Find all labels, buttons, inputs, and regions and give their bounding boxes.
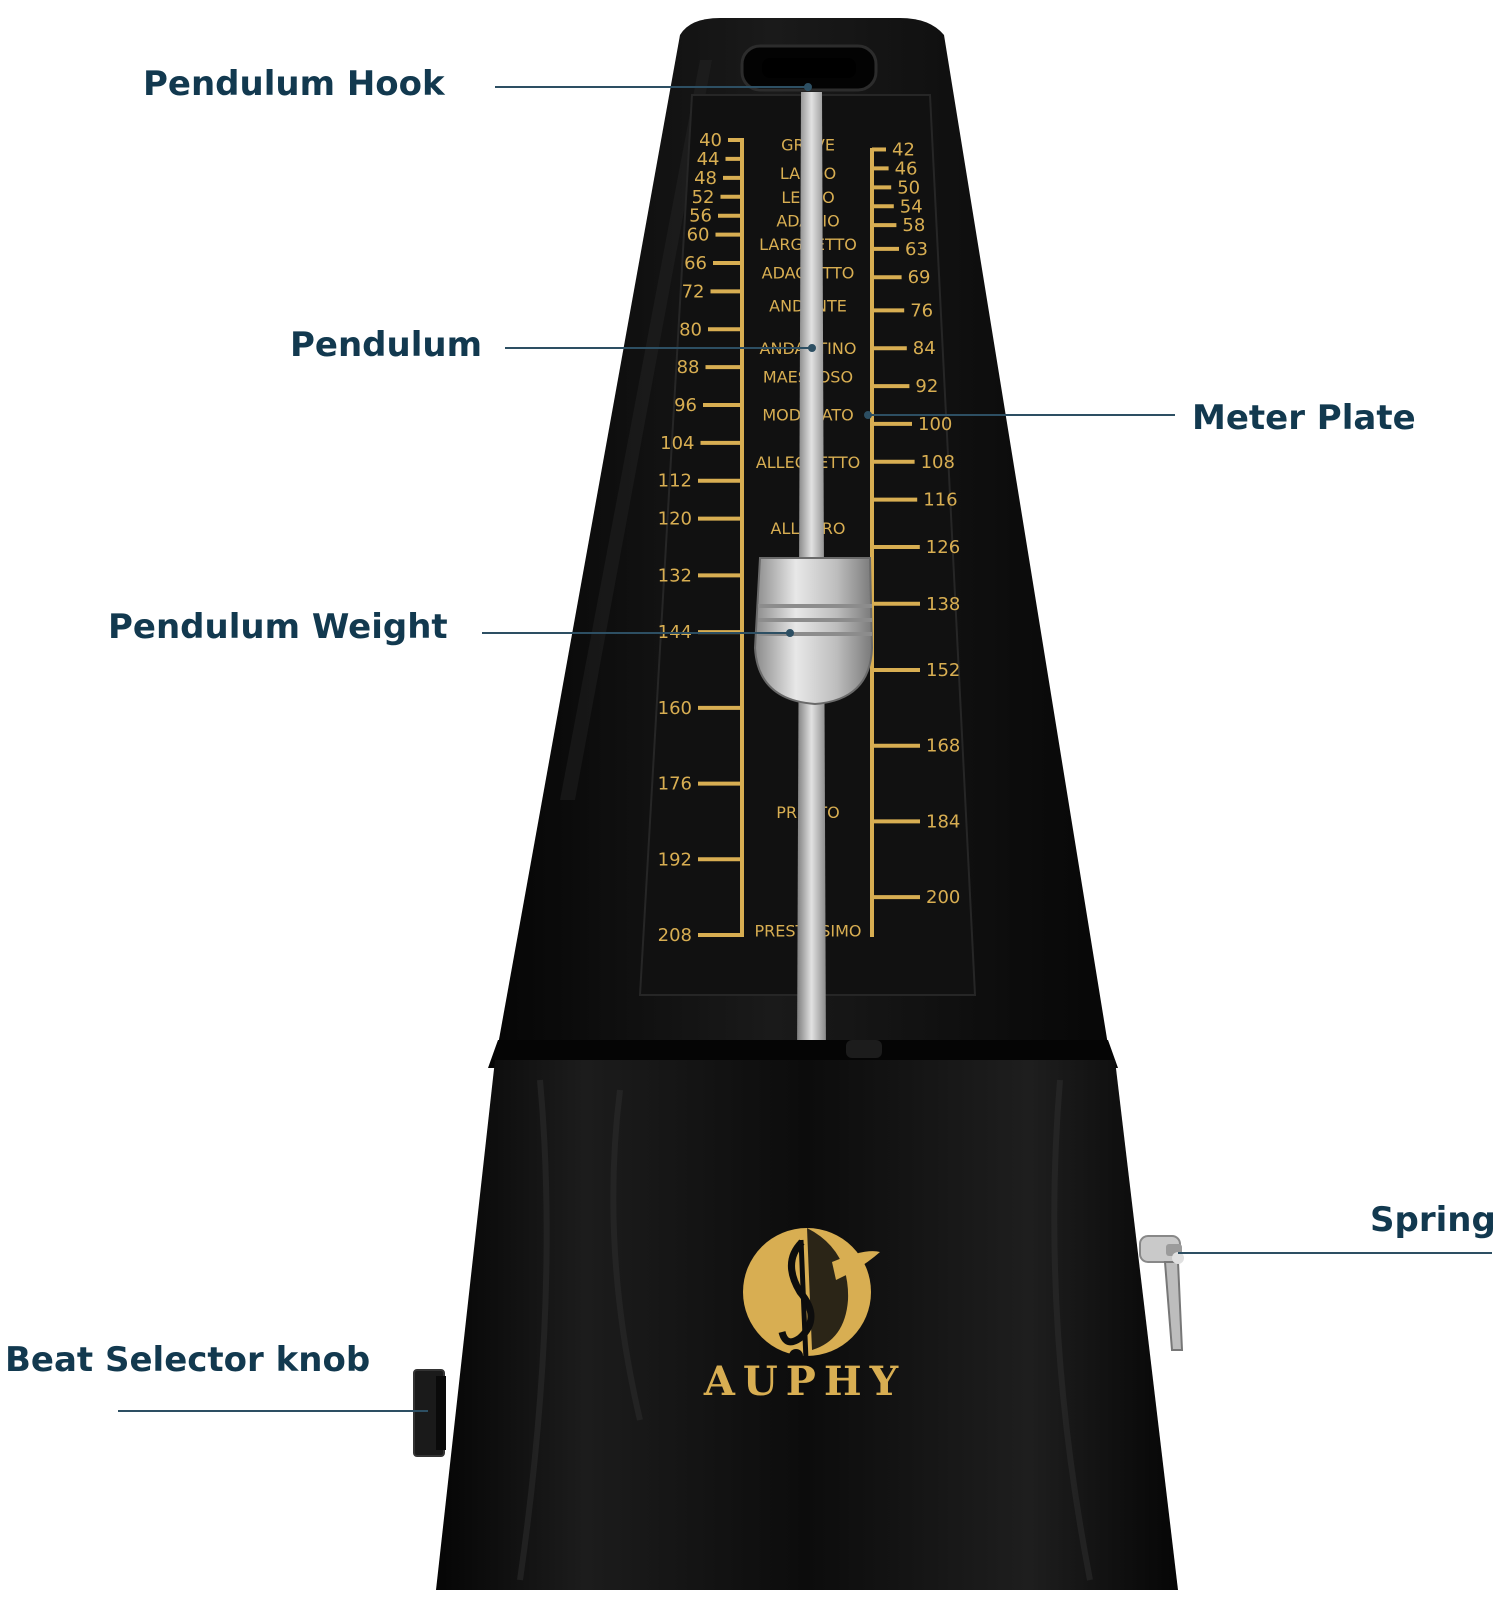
right-scale-label: 126 [926,537,960,558]
left-scale-label: 52 [692,187,715,208]
right-scale-label: 138 [926,594,960,615]
left-scale-label: 132 [658,565,692,586]
left-scale-label: 208 [658,925,692,946]
body-highlight [560,60,712,800]
left-scale-label: 176 [658,774,692,795]
treble-clef-logo [743,1228,880,1363]
right-scale-label: 184 [926,811,960,832]
right-scale-label: 54 [900,196,923,217]
brand-name: AUPHY [703,1358,907,1405]
beat-selector-knob[interactable] [413,1369,446,1457]
left-scale-label: 80 [679,319,702,340]
left-scale-label: 56 [689,206,712,227]
left-scale-label: 192 [658,849,692,870]
right-scale-label: 84 [913,338,936,359]
right-scale-label: 46 [895,158,918,179]
left-scale-label: 112 [658,471,692,492]
callout-pendulum: Pendulum [290,325,483,365]
callout-pendulum-weight: Pendulum Weight [108,607,448,647]
left-scale-label: 44 [697,149,720,170]
callout-meter-plate: Meter Plate [1192,398,1416,438]
right-scale-label: 116 [923,490,957,511]
left-scale-label: 60 [687,225,710,246]
left-scale-label: 48 [694,168,717,189]
right-scale-label: 63 [905,239,928,260]
right-scale-label: 50 [897,177,920,198]
right-scale-label: 76 [910,300,933,321]
right-scale-label: 58 [902,215,925,236]
callout-spring: Spring [1370,1200,1496,1240]
right-scale-label: 92 [915,376,938,397]
right-scale-label: 108 [921,452,955,473]
left-scale-label: 66 [684,253,707,274]
right-scale-label: 100 [918,414,952,435]
leader-lines [118,83,1492,1412]
left-scale-label: 104 [660,433,694,454]
base-reflections [517,1079,1093,1581]
leader-dot-meter-plate [864,411,872,419]
pendulum-hook-slot [762,58,856,78]
rod-pivot [846,1040,882,1058]
right-scale-label: 168 [926,736,960,757]
leader-dot-pendulum-hook [804,83,812,91]
pendulum-weight[interactable] [753,557,874,706]
left-scale-label: 160 [658,698,692,719]
callout-pendulum-hook: Pendulum Hook [143,64,445,104]
left-scale-label: 88 [677,357,700,378]
leader-dot-pendulum [808,344,816,352]
left-scale-label: 40 [699,130,722,151]
right-scale-label: 42 [892,139,915,160]
left-scale-label: 72 [682,281,705,302]
right-scale-label: 69 [908,267,931,288]
left-scale-label: 120 [658,509,692,530]
right-scale-label: 152 [926,660,960,681]
right-scale-label: 200 [926,887,960,908]
callout-beat-selector-knob: Beat Selector knob [5,1340,371,1380]
left-scale-label: 96 [674,395,697,416]
leader-dot-pendulum-weight [786,629,794,637]
